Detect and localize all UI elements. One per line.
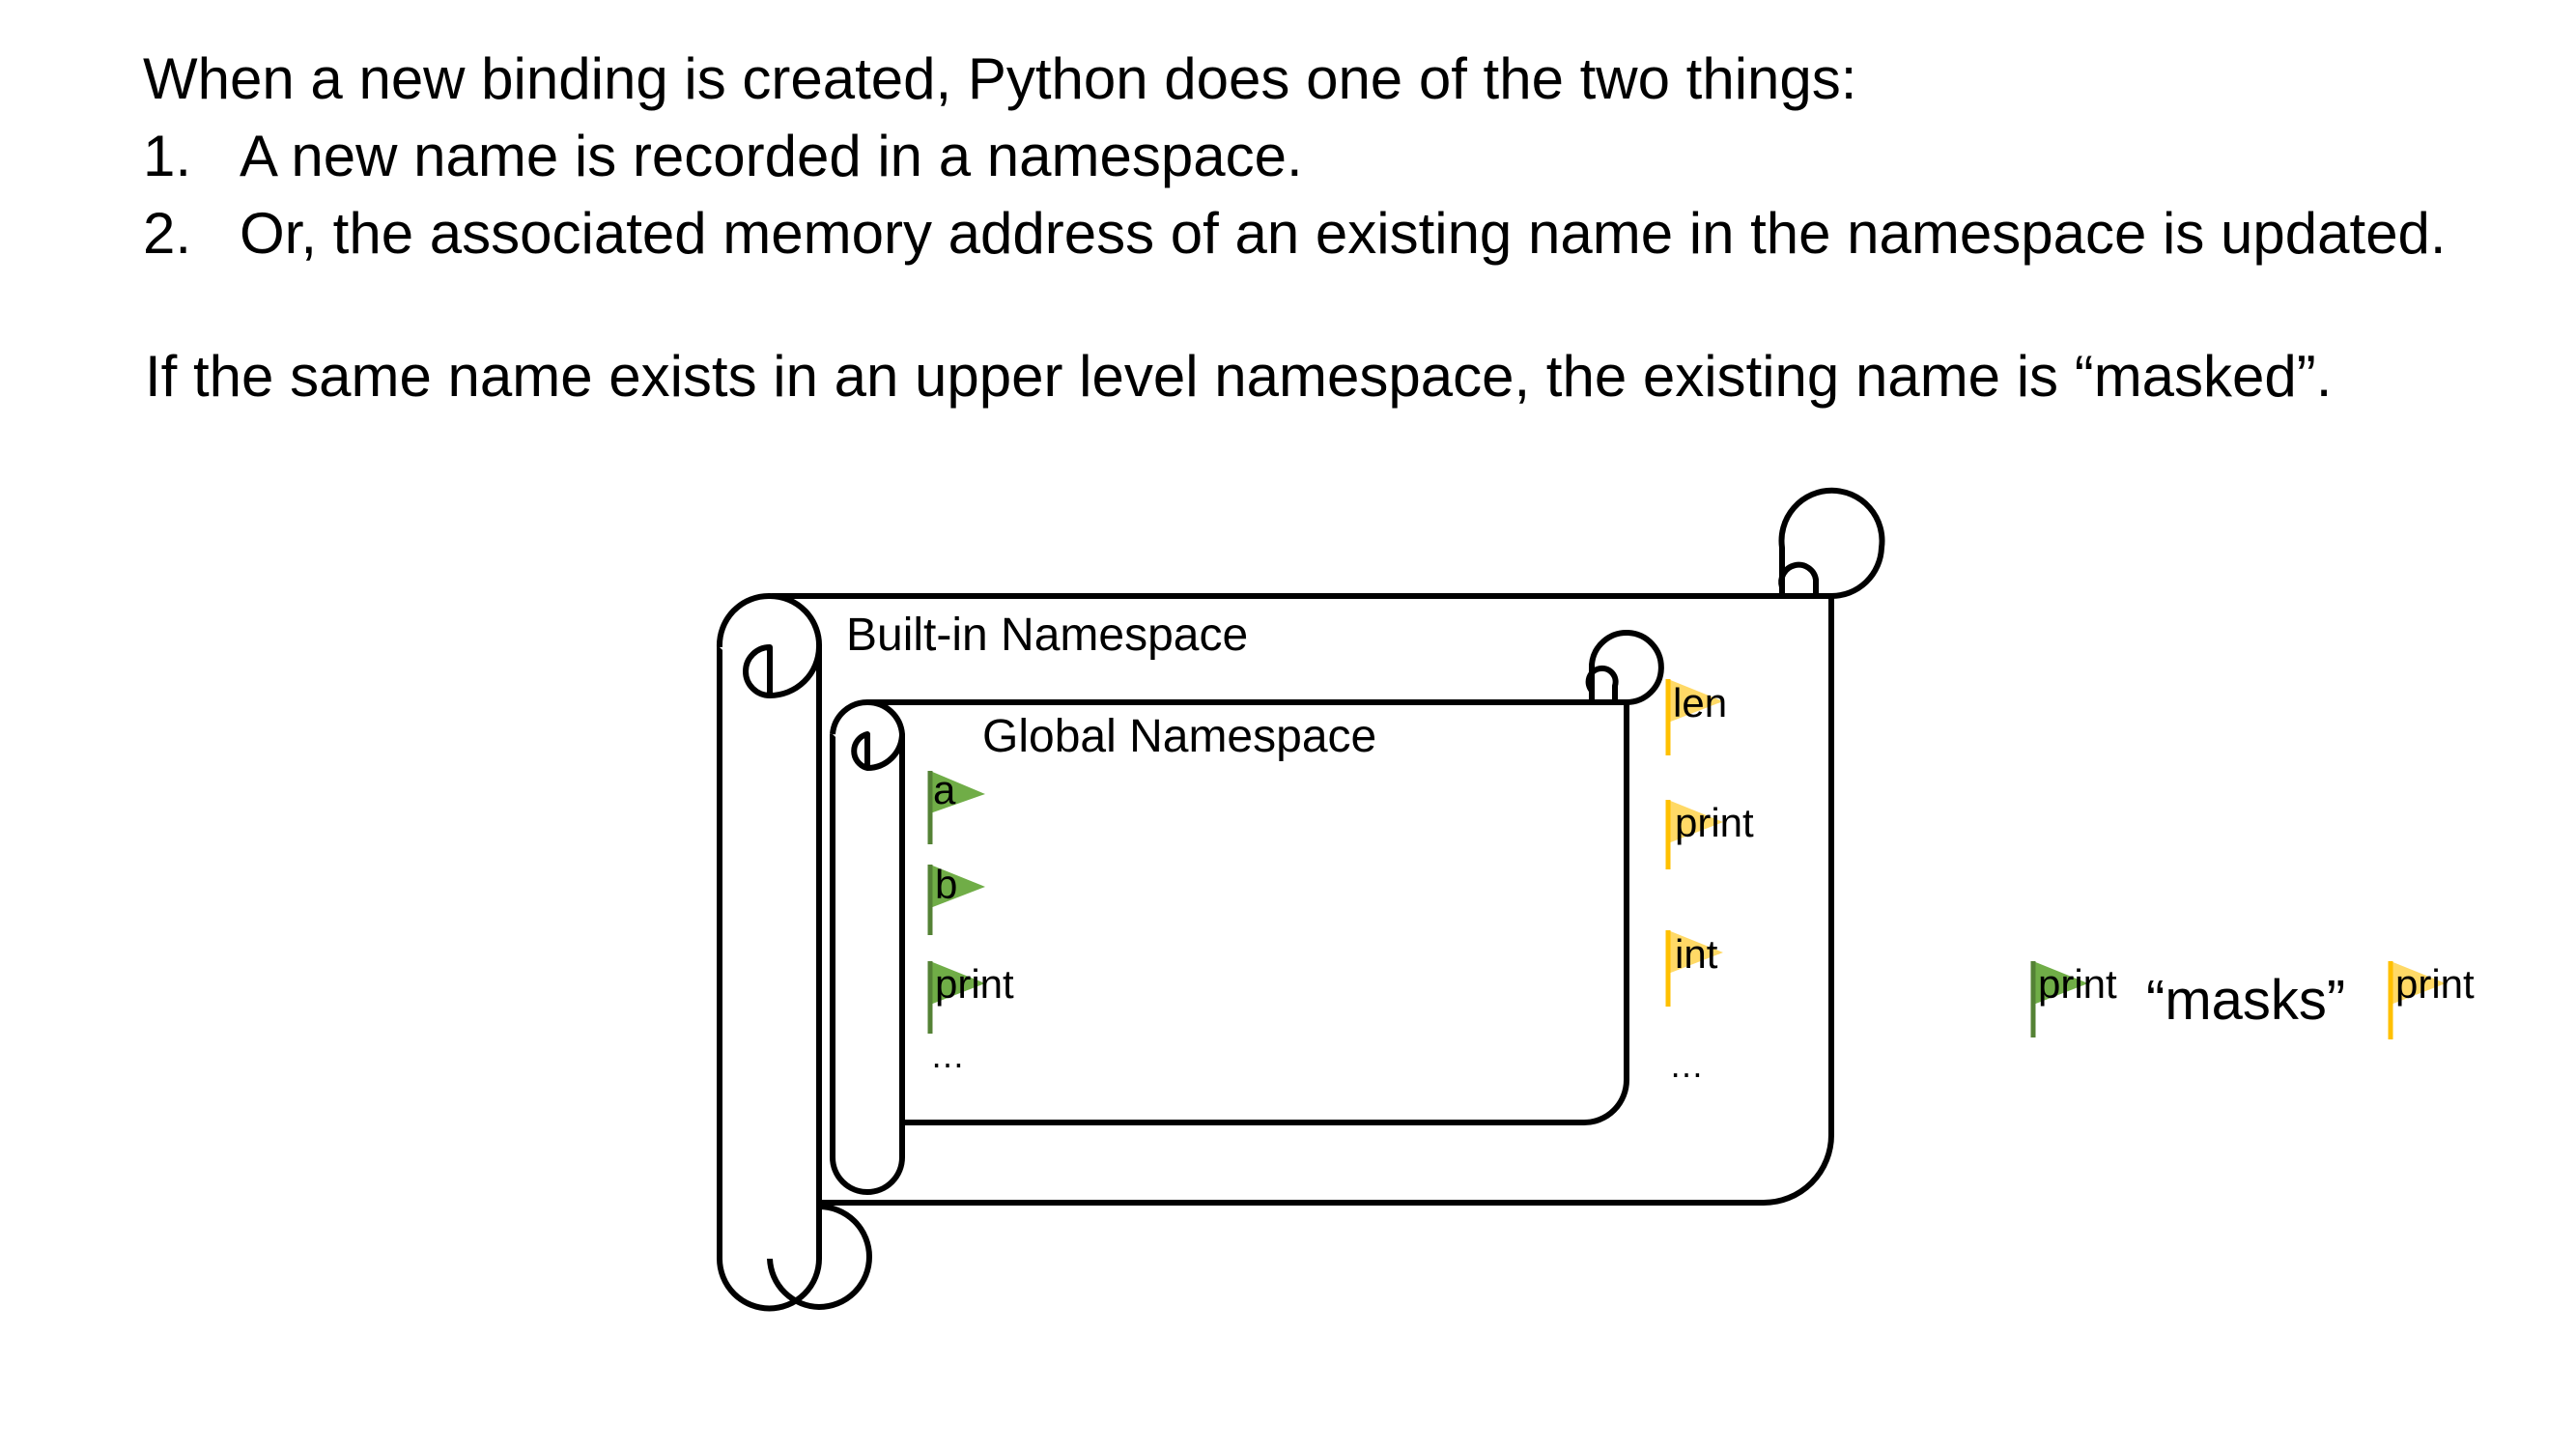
masking-note: If the same name exists in an upper leve…	[145, 344, 2333, 409]
list-item-text: A new name is recorded in a namespace.	[240, 124, 1303, 188]
builtin-namespace-title: Built-in Namespace	[846, 610, 1248, 661]
intro-text: When a new binding is created, Python do…	[143, 46, 1857, 111]
name-label: print	[1675, 800, 1754, 845]
global-name-list: a b print …	[927, 767, 1014, 1075]
list-item-text: Or, the associated memory address of an …	[240, 201, 2447, 266]
name-flag-print: print	[927, 961, 1014, 1034]
name-flag-b: b	[927, 862, 985, 935]
global-namespace-scroll	[830, 630, 1664, 1195]
global-more-ellipsis: …	[930, 1036, 965, 1075]
builtin-more-ellipsis: …	[1669, 1045, 1704, 1085]
name-label: print	[2395, 961, 2475, 1007]
name-label: print	[2038, 961, 2117, 1007]
list-number: 2.	[143, 201, 192, 266]
name-label: a	[933, 767, 956, 812]
builtin-name-list: len print int …	[1665, 679, 1754, 1085]
masking-legend: print “masks” print	[2030, 961, 2475, 1039]
name-flag-len: len	[1665, 679, 1727, 755]
name-label: print	[935, 961, 1014, 1007]
name-flag-print: print	[1665, 800, 1754, 869]
name-flag-a: a	[927, 767, 985, 844]
name-label: len	[1673, 680, 1727, 725]
name-label: b	[935, 862, 957, 907]
masks-label: “masks”	[2146, 969, 2345, 1032]
name-flag-int: int	[1665, 930, 1723, 1007]
list-number: 1.	[143, 124, 192, 188]
global-namespace-title: Global Namespace	[982, 711, 1376, 762]
builtin-print-flag: print	[2388, 961, 2475, 1039]
name-label: int	[1675, 931, 1718, 977]
global-print-flag: print	[2030, 961, 2117, 1037]
